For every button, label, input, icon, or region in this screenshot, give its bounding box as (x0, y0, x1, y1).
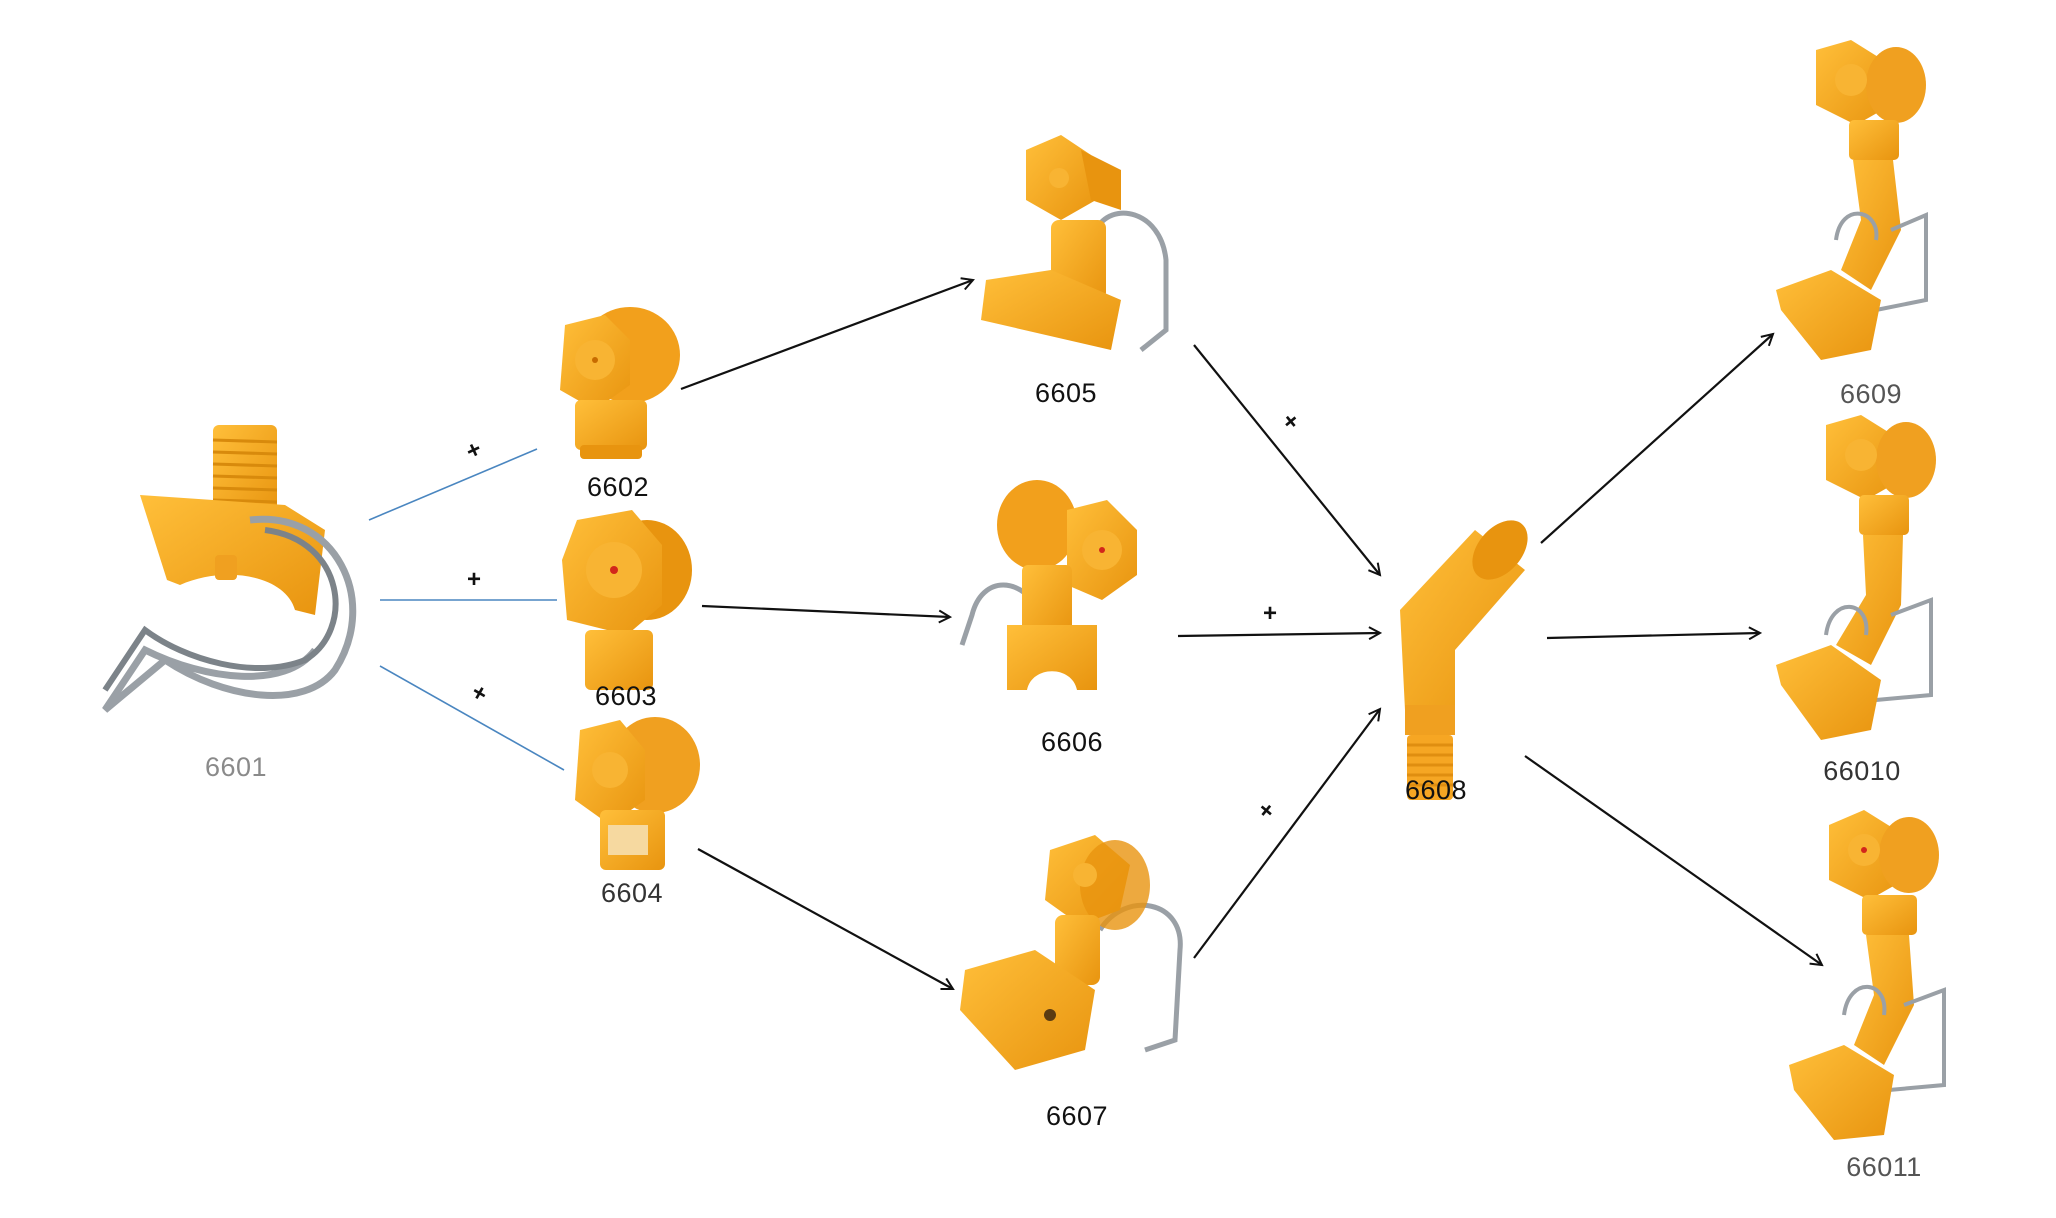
connector-line-6601-to-6602 (368, 448, 538, 521)
part-label-6603: 6603 (594, 681, 658, 711)
part-label-66010: 66010 (1823, 756, 1901, 786)
connector-symbol-6606-6608: + (1262, 600, 1278, 627)
part-6607-icon (960, 835, 1183, 1070)
part-66010-icon (1776, 415, 1936, 740)
part-label-6608: 6608 (1404, 775, 1468, 805)
part-6603-icon (562, 510, 692, 690)
part-label-6607: 6607 (1045, 1101, 1109, 1131)
arrow-6603-to-6606 (701, 604, 950, 617)
arrow-6608-to-6609 (1540, 334, 1773, 544)
part-6604-icon (575, 717, 700, 870)
arrow-6604-to-6607 (697, 848, 953, 989)
part-label-6601: 6601 (204, 752, 268, 782)
arrow-6607-to-6608 (1193, 709, 1380, 959)
part-6601-icon (102, 425, 357, 713)
part-label-6606: 6606 (1040, 727, 1104, 757)
part-66011-icon (1789, 810, 1946, 1140)
arrow-6608-to-66011 (1524, 755, 1822, 965)
part-6609-icon (1776, 40, 1928, 360)
part-6602-icon (560, 307, 680, 459)
arrow-6602-to-6605 (680, 280, 973, 391)
part-label-6609: 6609 (1839, 379, 1903, 409)
arrow-6608-to-66010 (1546, 633, 1760, 638)
part-6608-icon (1400, 520, 1528, 800)
part-6606-icon (959, 480, 1137, 690)
part-label-6605: 6605 (1034, 378, 1098, 408)
part-label-66011: 66011 (1846, 1152, 1922, 1182)
arrow-6606-to-6608 (1177, 633, 1380, 636)
part-label-6604: 6604 (600, 878, 664, 908)
connector-symbol-6601-6603: + (466, 566, 482, 593)
part-label-6602: 6602 (586, 472, 650, 502)
arrow-6605-to-6608 (1193, 344, 1380, 575)
connector-line-6601-to-6604 (379, 665, 565, 771)
part-6605-icon (981, 135, 1169, 352)
